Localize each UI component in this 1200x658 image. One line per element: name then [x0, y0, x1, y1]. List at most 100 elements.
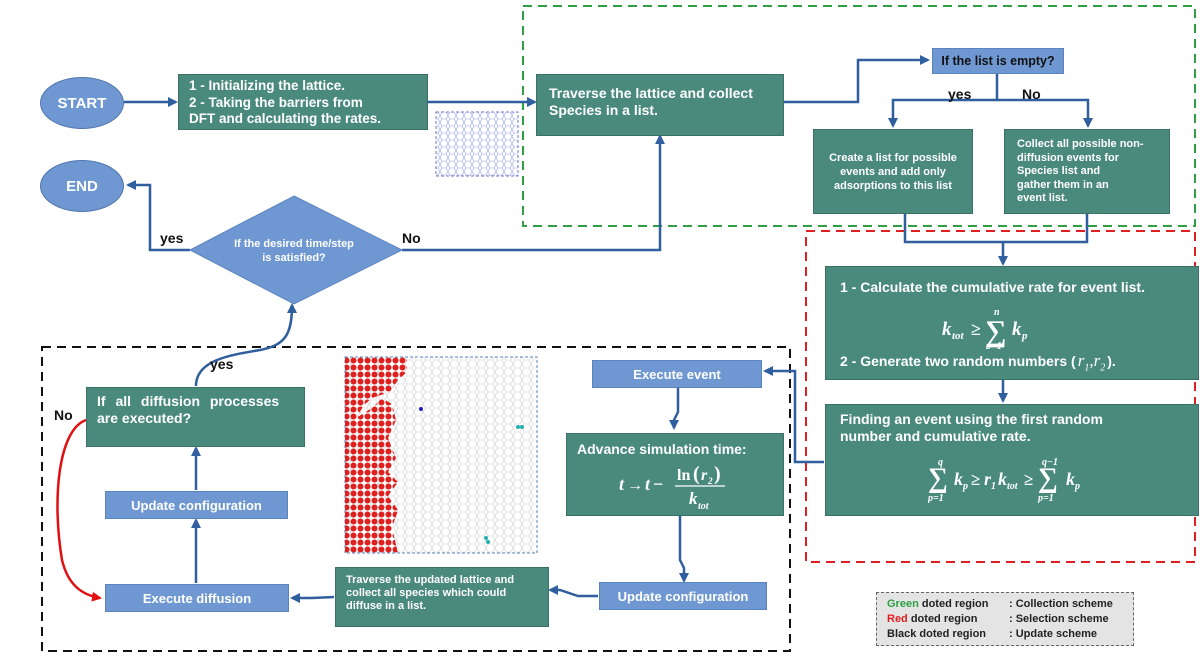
legend-row-red: Red doted region : Selection scheme: [887, 612, 1123, 627]
svg-text:2: 2: [707, 476, 713, 486]
empty-no-label: No: [1022, 86, 1041, 102]
traverse-line-2: Species in a list.: [549, 102, 658, 118]
execute-event-box: Execute event: [592, 360, 762, 388]
end-terminal: END: [40, 160, 124, 212]
legend-black-word: Black: [887, 628, 917, 640]
all-diffusion-line-1: If all diffusion processes: [97, 393, 280, 409]
svg-text:∑: ∑: [985, 315, 1006, 348]
finding-line-1: Finding an event using the first random: [840, 411, 1103, 427]
svg-text:≥: ≥: [1024, 470, 1033, 489]
advance-time-box: Advance simulation time: t → t − ln ( r …: [566, 433, 784, 516]
legend-red-desc: : Selection scheme: [1009, 613, 1109, 625]
init-lattice-box: 1 - Initializing the lattice. 2 - Taking…: [178, 74, 428, 130]
finding-line-2: number and cumulative rate.: [840, 428, 1031, 444]
finding-event-box: Finding an event using the first random …: [825, 404, 1199, 516]
svg-text:k: k: [1012, 319, 1022, 340]
svg-text:k: k: [1066, 469, 1075, 489]
svg-text:→: →: [627, 477, 643, 494]
arrow-empty-yes: [888, 98, 997, 128]
svg-text:k: k: [942, 319, 952, 340]
legend-black-desc: : Update scheme: [1009, 628, 1098, 640]
collect-line-2: diffusion events for: [1017, 151, 1120, 164]
arrow-empty-no: [997, 98, 1093, 128]
arrow-alldiff-no: [56, 418, 102, 602]
arrow-create-to-merge: [903, 214, 1003, 244]
random-numbers-math: r1,r2: [1077, 351, 1106, 374]
init-line-3: DFT and calculating the rates.: [189, 111, 382, 126]
all-diffusion-line-2: are executed?: [97, 410, 192, 426]
legend-box: Green doted region : Collection scheme R…: [876, 592, 1134, 646]
traverse-updated-line-1: Traverse the updated lattice and: [346, 574, 515, 586]
init-line-1: 1 - Initializing the lattice.: [189, 78, 346, 93]
create-list-box: Create a list for possible events and ad…: [813, 129, 973, 214]
svg-text:k: k: [689, 489, 698, 508]
legend-green-word: Green: [887, 598, 919, 610]
cumulative-formula: k tot ≥ ∑ n p=1 k p: [942, 305, 1092, 352]
desired-time-diamond: [188, 195, 404, 305]
desired-line-2: is satisfied?: [262, 252, 326, 264]
svg-text:): ): [714, 463, 721, 485]
arrow-desired-yes-to-end: [126, 180, 190, 252]
list-empty-box: If the list is empty?: [932, 48, 1064, 74]
update-configuration-left-box: Update configuration: [105, 491, 288, 519]
cumulative-rate-box: 1 - Calculate the cumulative rate for ev…: [825, 266, 1199, 380]
svg-text:tot: tot: [1007, 481, 1019, 492]
svg-text:1: 1: [991, 481, 996, 492]
arrow-alldiff-yes: [194, 303, 297, 387]
desired-no-label: No: [402, 230, 421, 246]
arrow-desired-no-to-traverse: [402, 134, 665, 252]
svg-text:r: r: [701, 467, 708, 484]
svg-text:t: t: [619, 474, 625, 494]
init-line-2: 2 - Taking the barriers from: [189, 94, 363, 110]
green-collection-region: [522, 5, 1196, 227]
collect-events-box: Collect all possible non- diffusion even…: [1004, 129, 1170, 214]
arrow-traverse-to-empty: [784, 55, 930, 104]
svg-text:p=1: p=1: [985, 341, 1002, 349]
collect-line-3: Species list and: [1017, 165, 1101, 177]
diffusion-no-label: No: [54, 407, 73, 423]
execute-diffusion-box: Execute diffusion: [105, 584, 289, 612]
traverse-updated-line-3: diffuse in a list.: [346, 600, 427, 612]
svg-text:≥: ≥: [971, 319, 981, 339]
cumulative-line-2-end: ).: [1107, 353, 1116, 369]
lattice-thumbnail: [435, 111, 519, 177]
collect-line-4: gather them in an: [1017, 178, 1109, 191]
cumulative-line-2: 2 - Generate two random numbers ( r1,r2 …: [840, 351, 1116, 373]
collect-line-5: event list.: [1017, 192, 1068, 204]
cumulative-line-2-text: 2 - Generate two random numbers (: [840, 353, 1076, 369]
create-line-1: Create a list for possible: [829, 151, 957, 164]
svg-text:k: k: [954, 469, 963, 489]
svg-text:t: t: [645, 474, 651, 494]
arrow-execute-to-advance: [669, 388, 680, 430]
collect-line-1: Collect all possible non-: [1017, 138, 1144, 150]
legend-red-word: Red: [887, 613, 908, 625]
start-terminal: START: [40, 77, 124, 129]
desired-yes-label: yes: [160, 230, 184, 246]
svg-text:k: k: [998, 469, 1007, 489]
advance-formula: t → t − ln ( r 2 ) k tot: [617, 460, 777, 516]
legend-black-rest: doted region: [916, 628, 987, 640]
svg-text:p: p: [1074, 481, 1080, 492]
legend-row-green: Green doted region : Collection scheme: [887, 597, 1123, 612]
legend-green-rest: doted region: [918, 598, 989, 610]
finding-formula: ∑ q p=1 k p ≥ r 1 k tot ≥ ∑ q−1 p=1 k p: [926, 453, 1146, 504]
advance-title: Advance simulation time:: [577, 441, 747, 457]
arrow-traverse-updated-to-diffusion: [290, 593, 335, 603]
legend-row-black: Black doted region : Update scheme: [887, 627, 1123, 642]
svg-text:ln: ln: [677, 467, 690, 484]
traverse-lattice-box: Traverse the lattice and collect Species…: [536, 74, 784, 136]
svg-text:p: p: [1021, 330, 1028, 342]
svg-text:q: q: [938, 457, 943, 468]
traverse-line-1: Traverse the lattice and collect: [549, 85, 753, 101]
svg-text:q−1: q−1: [1042, 457, 1058, 468]
arrow-collect-to-merge: [1003, 214, 1089, 244]
svg-text:(: (: [693, 463, 700, 485]
svg-text:tot: tot: [952, 330, 965, 342]
arrow-update-to-traverse-updated: [548, 585, 598, 598]
svg-text:∑: ∑: [928, 463, 948, 494]
lattice-snapshot: [344, 356, 538, 554]
legend-green-desc: : Collection scheme: [1009, 598, 1113, 610]
update-configuration-right-box: Update configuration: [599, 582, 767, 610]
